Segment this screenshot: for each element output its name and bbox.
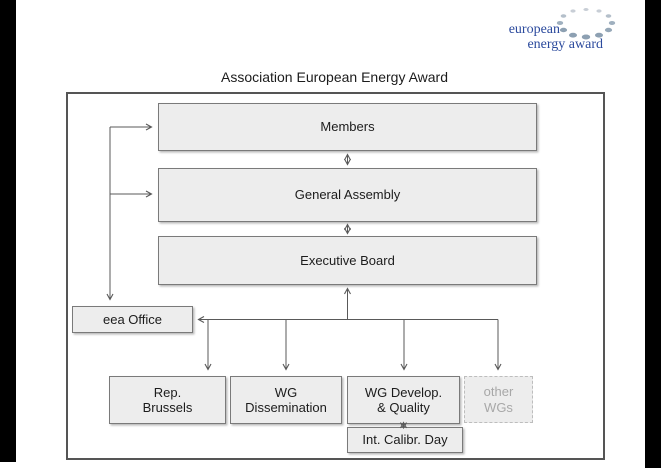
node-rep-brussels-line1: Rep. (153, 384, 182, 400)
node-executive-board: Executive Board (158, 236, 537, 285)
node-int-calibr-day: Int. Calibr. Day (347, 427, 463, 453)
letterbox-left (0, 0, 16, 462)
node-other-wgs: other WGs (464, 376, 533, 423)
node-wg-develop-quality-line1: WG Develop. (364, 384, 443, 400)
node-rep-brussels-line2: Brussels (142, 400, 193, 415)
node-other-wgs-line2: WGs (484, 399, 513, 415)
node-int-calibr-day-label: Int. Calibr. Day (362, 432, 448, 448)
node-eea-office: eea Office (72, 306, 193, 333)
letterbox-right (645, 0, 661, 468)
eea-logo-dots-icon (556, 8, 616, 40)
logo-text-line2: energy award (527, 37, 603, 52)
node-rep-brussels: Rep. Brussels (109, 376, 226, 424)
logo-text-line1: european (508, 22, 560, 37)
node-wg-develop-quality-line2: & Quality (377, 400, 430, 415)
node-executive-board-label: Executive Board (300, 252, 395, 268)
node-wg-dissemination-line2: Dissemination (245, 400, 327, 415)
node-wg-develop-quality: WG Develop. & Quality (347, 376, 460, 424)
node-members-label: Members (320, 119, 375, 135)
page-title: Association European Energy Award (221, 69, 448, 85)
node-wg-dissemination-line1: WG (274, 384, 298, 400)
node-other-wgs-line1: other (483, 384, 514, 400)
node-wg-dissemination: WG Dissemination (230, 376, 342, 424)
node-eea-office-label: eea Office (102, 311, 163, 327)
node-general-assembly-label: General Assembly (294, 187, 401, 203)
node-general-assembly: General Assembly (158, 168, 537, 222)
node-members: Members (158, 103, 537, 151)
